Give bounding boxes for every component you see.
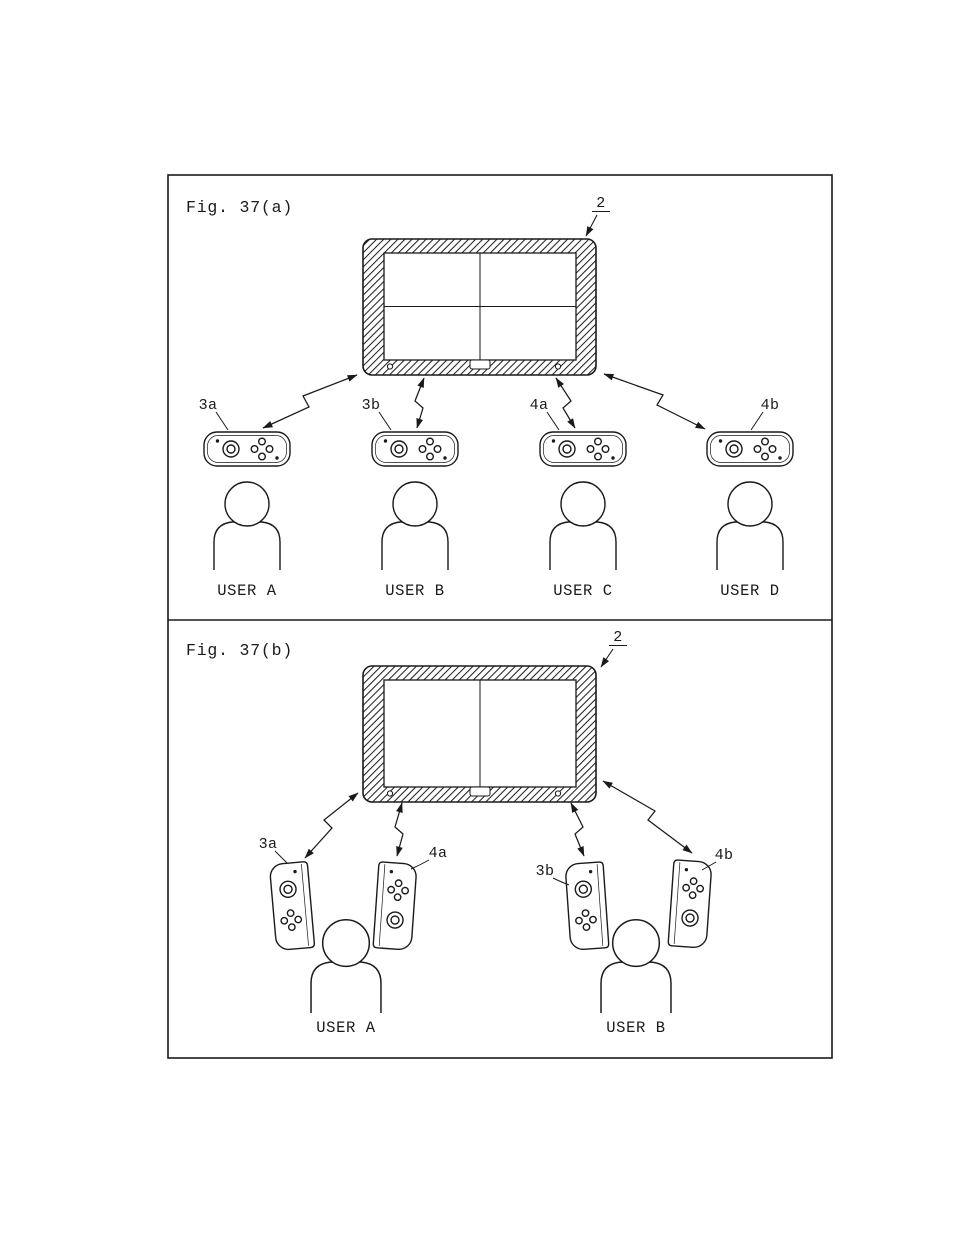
console-a-bottom-right-detail	[554, 363, 562, 370]
controller-4b-vertical	[667, 859, 713, 949]
figure-a: Fig. 37(a) 2	[186, 195, 794, 600]
controller-refs-a: 3a 3b 4a 4b	[199, 397, 780, 431]
link-arrow-4b-b	[602, 780, 693, 854]
console-display-a	[362, 238, 597, 376]
wireless-links-a	[262, 373, 706, 430]
users-b	[310, 918, 672, 1014]
link-arrow-3a	[262, 374, 358, 429]
ref-label-3b: 3b	[362, 397, 381, 414]
user-b-figure-b	[600, 918, 672, 1014]
console-a-ref-label: 2	[596, 195, 605, 212]
user-c-figure	[549, 481, 617, 571]
console-a-ref-arrow	[585, 214, 598, 237]
controller-3a-vertical	[268, 860, 316, 952]
console-b-ref: 2	[600, 629, 627, 668]
user-a-label: USER A	[217, 582, 277, 600]
wireless-links-b	[304, 780, 693, 859]
figure-a-caption: Fig. 37(a)	[186, 198, 293, 217]
user-b-figure	[381, 481, 449, 571]
console-a-bottom-notch	[469, 359, 491, 370]
console-b-ref-label: 2	[613, 629, 622, 646]
link-arrow-3b	[414, 377, 425, 429]
user-a-label-b: USER A	[316, 1019, 376, 1037]
ref-leader-4a-b	[410, 859, 430, 870]
ref-label-4b-b: 4b	[715, 847, 734, 864]
console-b-bottom-right-detail	[554, 790, 562, 797]
ref-leader-3a-b	[274, 850, 288, 864]
controller-4a-horizontal	[539, 431, 627, 467]
user-c-label: USER C	[553, 582, 612, 600]
link-arrow-3a-b	[304, 792, 359, 859]
ref-label-4a: 4a	[530, 397, 549, 414]
outer-frame	[167, 174, 833, 1059]
figure-b-caption: Fig. 37(b)	[186, 641, 293, 660]
controllers-a	[203, 431, 794, 467]
user-b-label: USER B	[385, 582, 444, 600]
console-a-bottom-left-detail	[386, 363, 394, 370]
ref-label-3a-b: 3a	[259, 836, 278, 853]
link-arrow-3b-b	[570, 802, 585, 857]
ref-leader-4b-b	[701, 861, 717, 871]
user-b-label-b: USER B	[606, 1019, 665, 1037]
user-a-figure	[213, 481, 281, 571]
link-arrow-4a-b	[394, 802, 404, 857]
console-b-bottom-notch	[469, 786, 491, 797]
figure-b: Fig. 37(b) 2	[186, 629, 733, 1037]
controller-3b-horizontal	[371, 431, 459, 467]
console-b-ref-arrow	[600, 648, 614, 668]
link-arrow-4a	[555, 377, 576, 429]
user-d-figure	[716, 481, 784, 571]
ref-label-3b-b: 3b	[536, 863, 555, 880]
ref-leader-3b-b	[552, 877, 570, 886]
controller-4a-vertical	[372, 861, 418, 951]
ref-label-3a: 3a	[199, 397, 218, 414]
ref-label-4a-b: 4a	[429, 845, 448, 862]
ref-leader-4b	[750, 411, 764, 431]
users-a: USER A USER B USER C USER D	[213, 481, 784, 600]
controller-refs-b: 3a 4a 3b 4b	[259, 836, 734, 886]
controller-3a-horizontal	[203, 431, 291, 467]
controller-3b-vertical	[564, 861, 610, 951]
link-arrow-4b	[603, 373, 706, 430]
ref-leader-3b	[378, 411, 392, 431]
controller-4b-horizontal	[706, 431, 794, 467]
user-labels-b: USER A USER B	[316, 1019, 665, 1037]
console-b-bottom-left-detail	[386, 790, 394, 797]
console-display-b	[362, 665, 597, 803]
ref-leader-3a	[215, 411, 229, 431]
user-a-figure-b	[310, 918, 382, 1014]
user-d-label: USER D	[720, 582, 779, 600]
ref-label-4b: 4b	[761, 397, 780, 414]
console-a-ref: 2	[585, 195, 610, 237]
ref-leader-4a	[546, 411, 560, 431]
